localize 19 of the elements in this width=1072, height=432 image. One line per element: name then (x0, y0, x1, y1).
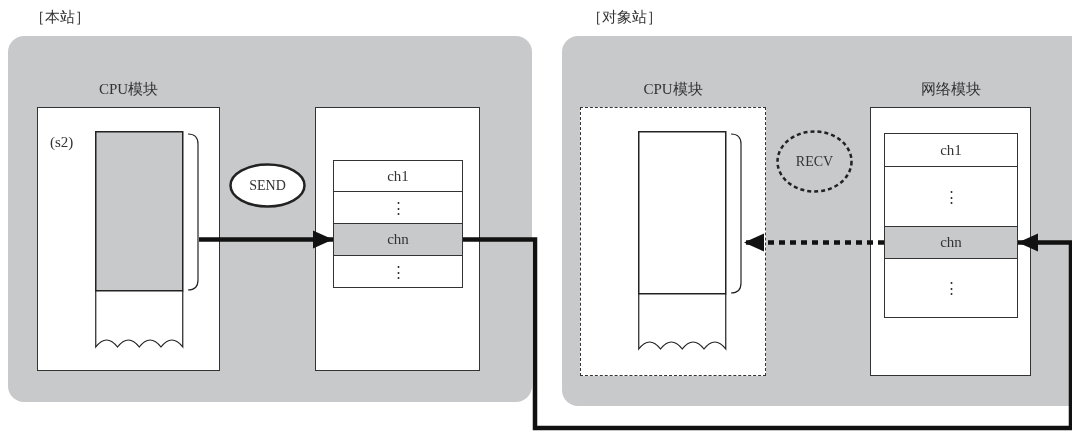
channel-cell: ch1 (884, 133, 1018, 167)
channel-cell: ch1 (333, 160, 463, 192)
channel-cell: ⋮ (333, 255, 463, 288)
station-title: ［本站］ (30, 8, 90, 26)
instruction-label: RECV (794, 152, 835, 171)
module-title: 网络模块 (919, 80, 982, 98)
module-title: CPU模块 (97, 80, 160, 98)
arrow (744, 233, 884, 252)
module-title: CPU模块 (642, 80, 704, 98)
station-title: ［对象站］ (587, 8, 662, 26)
channel-cell: ⋮ (884, 258, 1018, 318)
channel-cell: ⋮ (333, 191, 463, 224)
memory-label: (s2) (50, 133, 74, 151)
arrow (199, 230, 333, 249)
channel-cell: chn (884, 226, 1018, 259)
instruction-label: SEND (248, 176, 287, 195)
channel-cell: ⋮ (884, 166, 1018, 227)
channel-cell: chn (333, 223, 463, 256)
arrow (463, 233, 1072, 431)
